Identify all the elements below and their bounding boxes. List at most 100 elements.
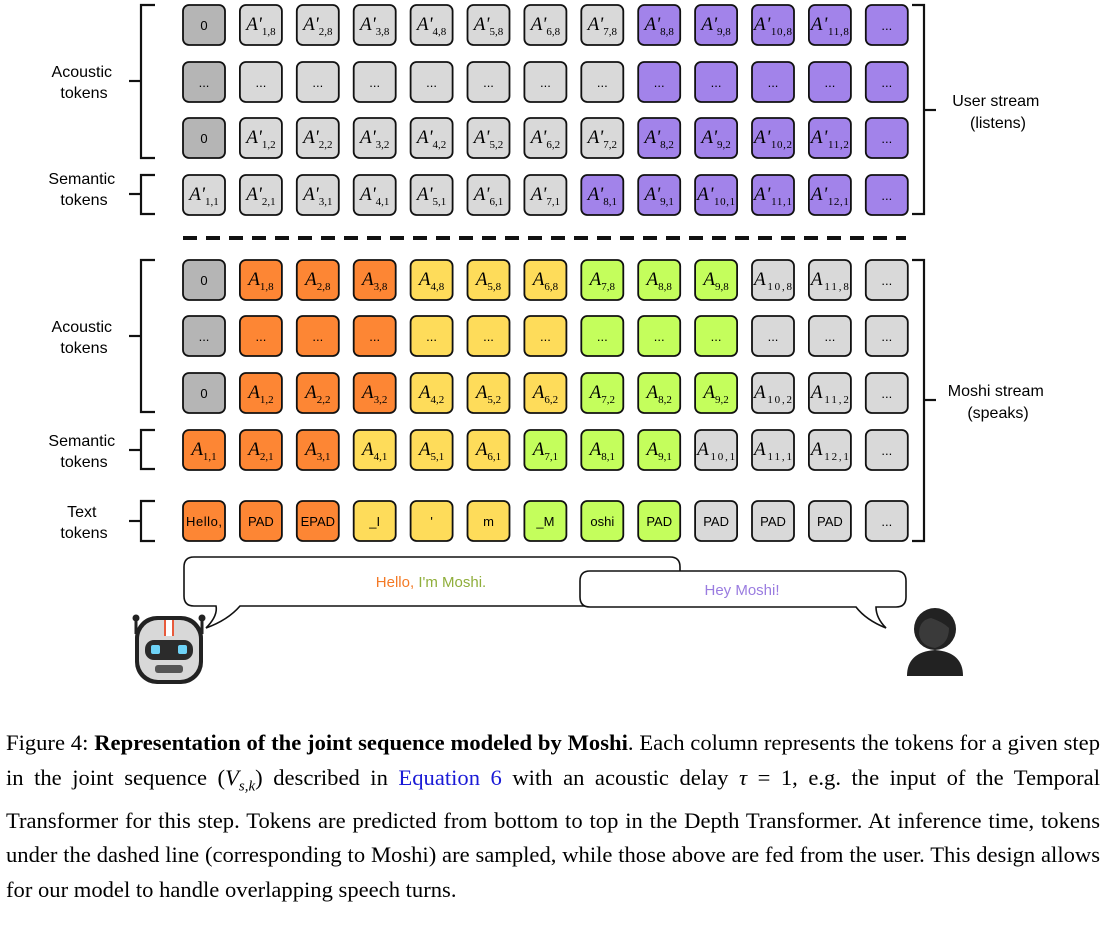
moshi-acoustic-row-2-token: A2,2 xyxy=(295,372,340,414)
moshi-text-row-token: PAD xyxy=(637,500,682,542)
user-acoustic-row-ellipsis-token: ... xyxy=(409,61,454,103)
caption-text-3: with an acoustic delay xyxy=(501,764,739,790)
user-semantic-row-token: A'8,1 xyxy=(580,174,625,216)
user-acoustic-row-8-token: A'10,8 xyxy=(751,4,795,46)
svg-text:...: ... xyxy=(255,75,266,90)
svg-text:A'11,8: A'11,8 xyxy=(809,14,850,38)
svg-text:...: ... xyxy=(824,75,835,90)
svg-text:A5,8: A5,8 xyxy=(474,269,502,293)
svg-text:A4,1: A4,1 xyxy=(360,439,387,463)
user-acoustic-row-8-token: ... xyxy=(864,4,909,46)
svg-text:A'8,2: A'8,2 xyxy=(642,127,673,151)
svg-text:A'4,2: A'4,2 xyxy=(415,127,446,151)
svg-text:A8,2: A8,2 xyxy=(645,382,672,406)
svg-text:A9,8: A9,8 xyxy=(701,269,729,293)
caption-text-4: = 1, e.g. the input of the Temporal Tran… xyxy=(6,764,1100,902)
moshi-acoustic-row-2-token: A4,2 xyxy=(409,372,454,414)
user-acoustic-row-2-token: A'9,2 xyxy=(694,117,738,159)
moshi-acoustic-row-ellipsis-token: ... xyxy=(409,315,454,357)
svg-text:A6,8: A6,8 xyxy=(531,269,559,293)
svg-text:A7,2: A7,2 xyxy=(588,382,615,406)
svg-text:...: ... xyxy=(654,329,665,344)
svg-text:PAD: PAD xyxy=(760,514,786,529)
moshi-acoustic-row-ellipsis-token: ... xyxy=(352,315,397,357)
svg-text:...: ... xyxy=(711,75,722,90)
person-icon xyxy=(907,608,963,676)
moshi-acoustic-row-8-token: A7,8 xyxy=(580,259,625,301)
user-acoustic-row-8-token: A'2,8 xyxy=(295,4,340,46)
svg-text:A'6,2: A'6,2 xyxy=(529,127,560,151)
moshi-semantic-row-token: A1,1 xyxy=(182,429,226,471)
moshi-text-row-token: PAD xyxy=(238,500,283,542)
moshi-acoustic-row-2-token: A8,2 xyxy=(637,372,682,414)
svg-text:...: ... xyxy=(881,75,892,90)
user-acoustic-row-2-token: ... xyxy=(864,117,909,159)
svg-text:A'2,8: A'2,8 xyxy=(301,14,333,38)
svg-text:PAD: PAD xyxy=(703,514,729,529)
svg-text:A'11,1: A'11,1 xyxy=(752,184,792,208)
svg-text:A7,8: A7,8 xyxy=(588,269,616,293)
user-acoustic-row-8-token: A'7,8 xyxy=(580,4,625,46)
moshi-acoustic-row-ellipsis-token: ... xyxy=(694,315,738,357)
svg-text:A1,2: A1,2 xyxy=(246,382,273,406)
user-acoustic-row-ellipsis-token: ... xyxy=(864,61,909,103)
svg-text:...: ... xyxy=(540,329,551,344)
svg-text:0: 0 xyxy=(200,386,207,401)
moshi-acoustic-row-2-token: A1,2 xyxy=(238,372,283,414)
svg-text:A3,8: A3,8 xyxy=(360,269,388,293)
moshi-text-row-token: m xyxy=(466,500,511,542)
svg-text:A8,8: A8,8 xyxy=(645,269,673,293)
user-acoustic-row-2-token: A'3,2 xyxy=(352,117,397,159)
user-acoustic-row-8-token: A'4,8 xyxy=(409,4,454,46)
moshi-semantic-row-token: A5,1 xyxy=(409,429,454,471)
user-semantic-row-token: A'2,1 xyxy=(238,174,283,216)
user-acoustic-label: Acoustic tokens xyxy=(52,64,117,102)
user-semantic-row-token: A'4,1 xyxy=(352,174,397,216)
moshi-text-row-token: _M xyxy=(523,500,568,542)
svg-text:0: 0 xyxy=(200,273,207,288)
svg-text:A'2,2: A'2,2 xyxy=(301,127,332,151)
svg-text:A'12,1: A'12,1 xyxy=(809,184,849,208)
svg-text:PAD: PAD xyxy=(646,514,672,529)
svg-text:0: 0 xyxy=(200,18,207,33)
moshi-acoustic-row-ellipsis-token: ... xyxy=(182,315,226,357)
user-acoustic-row-2-token: 0 xyxy=(182,117,226,159)
user-acoustic-row-2-token: A'2,2 xyxy=(295,117,340,159)
moshi-bubble-text: Hello, I'm Moshi. xyxy=(376,574,486,591)
svg-text:...: ... xyxy=(312,75,323,90)
svg-text:A'6,1: A'6,1 xyxy=(472,184,503,208)
moshi-text-row-token: oshi xyxy=(580,500,625,542)
user-semantic-row-token: A'12,1 xyxy=(808,174,852,216)
svg-text:A'5,1: A'5,1 xyxy=(415,184,446,208)
svg-text:A'2,1: A'2,1 xyxy=(244,184,275,208)
moshi-acoustic-row-8-token: A3,8 xyxy=(352,259,397,301)
svg-text:A'3,1: A'3,1 xyxy=(301,184,332,208)
svg-text:...: ... xyxy=(426,75,437,90)
user-semantic-row-token: A'11,1 xyxy=(751,174,795,216)
svg-text:oshi: oshi xyxy=(590,514,614,529)
svg-text:A6,1: A6,1 xyxy=(474,439,501,463)
svg-text:A'3,2: A'3,2 xyxy=(358,127,389,151)
svg-text:...: ... xyxy=(881,443,892,458)
svg-text:...: ... xyxy=(768,75,779,90)
moshi-semantic-row-token: ... xyxy=(864,429,909,471)
figure-label: Figure 4: xyxy=(6,730,89,755)
user-semantic-row-token: A'10,1 xyxy=(694,174,738,216)
svg-text:A'4,8: A'4,8 xyxy=(415,14,447,38)
moshi-acoustic-row-2-token: A7,2 xyxy=(580,372,625,414)
moshi-acoustic-row-ellipsis-token: ... xyxy=(580,315,625,357)
equation-6-link[interactable]: Equation 6 xyxy=(398,764,502,790)
moshi-semantic-row-token: A8,1 xyxy=(580,429,625,471)
user-acoustic-row-ellipsis-token: ... xyxy=(238,61,283,103)
moshi-stream-bracket xyxy=(912,258,936,543)
svg-text:A9,1: A9,1 xyxy=(645,439,672,463)
math-v: V xyxy=(225,764,239,790)
caption-title: Representation of the joint sequence mod… xyxy=(94,730,628,755)
svg-text:A'10,2: A'10,2 xyxy=(752,127,792,151)
user-acoustic-row-2-token: A'8,2 xyxy=(637,117,682,159)
user-acoustic-row-2-token: A'10,2 xyxy=(751,117,795,159)
